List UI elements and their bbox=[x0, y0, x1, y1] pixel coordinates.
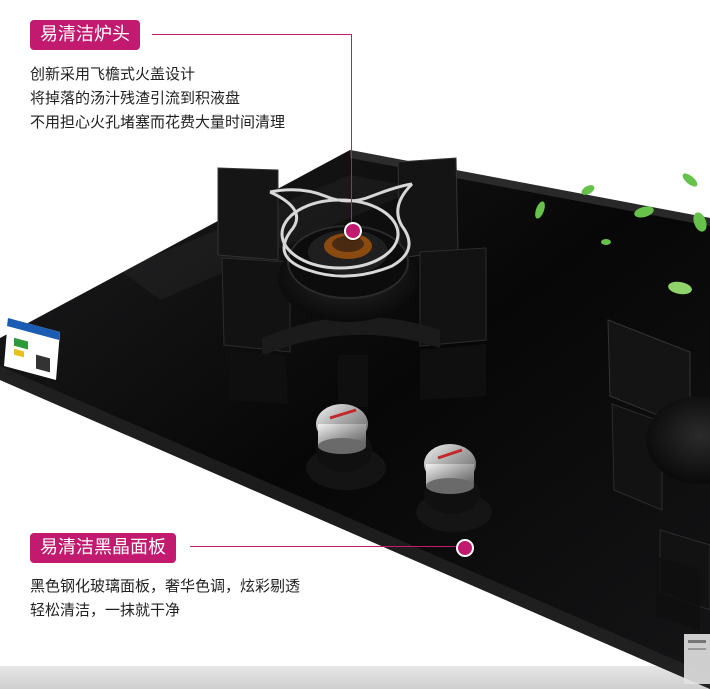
burner-hotspot[interactable] bbox=[344, 222, 362, 240]
burner-leader-horizontal bbox=[152, 34, 352, 35]
left-pot-ring bbox=[269, 182, 414, 278]
panel-hotspot[interactable] bbox=[456, 539, 474, 557]
left-knob bbox=[306, 404, 386, 490]
panel-callout-title: 易清洁黑晶面板 bbox=[30, 533, 176, 563]
panel-leader-horizontal bbox=[190, 546, 462, 547]
floor-strip bbox=[0, 666, 710, 689]
panel-callout-line: 轻松清洁，一抹就干净 bbox=[30, 601, 181, 619]
burner-callout-line: 将掉落的汤汁残渣引流到积液盘 bbox=[30, 89, 241, 107]
panel-callout-line: 黑色钢化玻璃面板，奢华色调，炫彩剔透 bbox=[30, 577, 301, 595]
burner-callout-line: 不用担心火孔堵塞而花费大量时间清理 bbox=[30, 113, 286, 131]
energy-label-sticker bbox=[4, 318, 60, 380]
burner-callout-title: 易清洁炉头 bbox=[30, 20, 140, 50]
burner-callout-text: 创新采用飞檐式火盖设计 将掉落的汤汁残渣引流到积液盘 不用担心火孔堵塞而花费大量… bbox=[30, 62, 285, 134]
right-knob bbox=[416, 444, 492, 532]
right-pan-support bbox=[607, 319, 710, 630]
side-label bbox=[684, 634, 710, 684]
burner-leader-vertical bbox=[351, 34, 352, 228]
burner-callout-line: 创新采用飞檐式火盖设计 bbox=[30, 65, 196, 83]
decorative-leaves bbox=[535, 173, 707, 295]
left-pan-support bbox=[217, 157, 487, 407]
panel-callout-text: 黑色钢化玻璃面板，奢华色调，炫彩剔透 轻松清洁，一抹就干净 bbox=[30, 574, 300, 622]
